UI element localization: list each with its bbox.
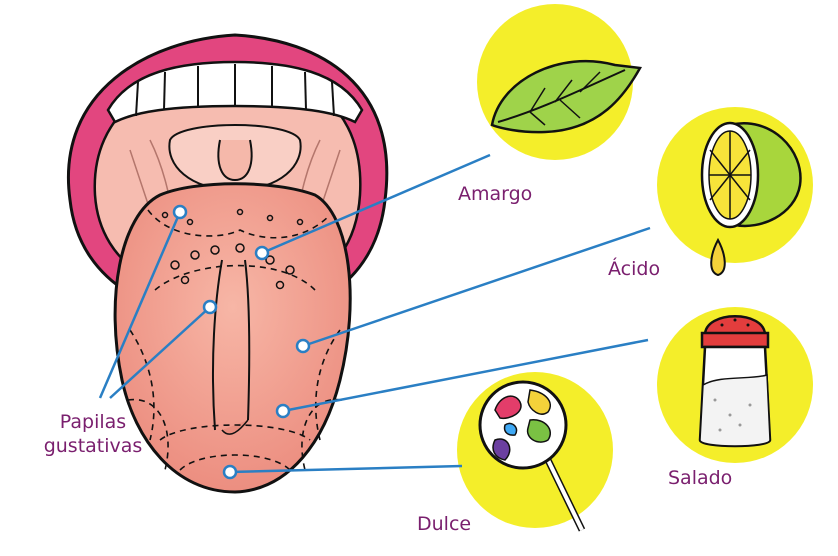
tongue-midline xyxy=(211,259,251,431)
connector-endpoints xyxy=(172,204,311,480)
uvula xyxy=(217,139,253,182)
dulce-line xyxy=(229,464,463,474)
salado-line xyxy=(282,338,649,413)
tongue xyxy=(113,182,352,494)
papilas-line-1 xyxy=(98,211,182,399)
papilas-line-2 xyxy=(109,306,211,399)
papilas-gustativas-label: Papilas gustativas xyxy=(38,410,148,458)
acido-line xyxy=(302,226,651,348)
dulce-label: Dulce xyxy=(417,513,472,535)
papilas-label-line1: Papilas xyxy=(59,411,127,433)
salado-label: Salado xyxy=(668,467,733,489)
lollipop-icon xyxy=(478,380,586,532)
amargo-label: Amargo xyxy=(458,183,533,205)
lemon-icon xyxy=(700,121,802,277)
connector-lines xyxy=(98,153,651,474)
papilas-label-line2: gustativas xyxy=(43,435,143,457)
leaf-icon xyxy=(490,59,642,134)
amargo-line xyxy=(261,153,491,255)
acido-label: Ácido xyxy=(608,258,661,280)
salt-shaker-icon xyxy=(698,315,772,448)
